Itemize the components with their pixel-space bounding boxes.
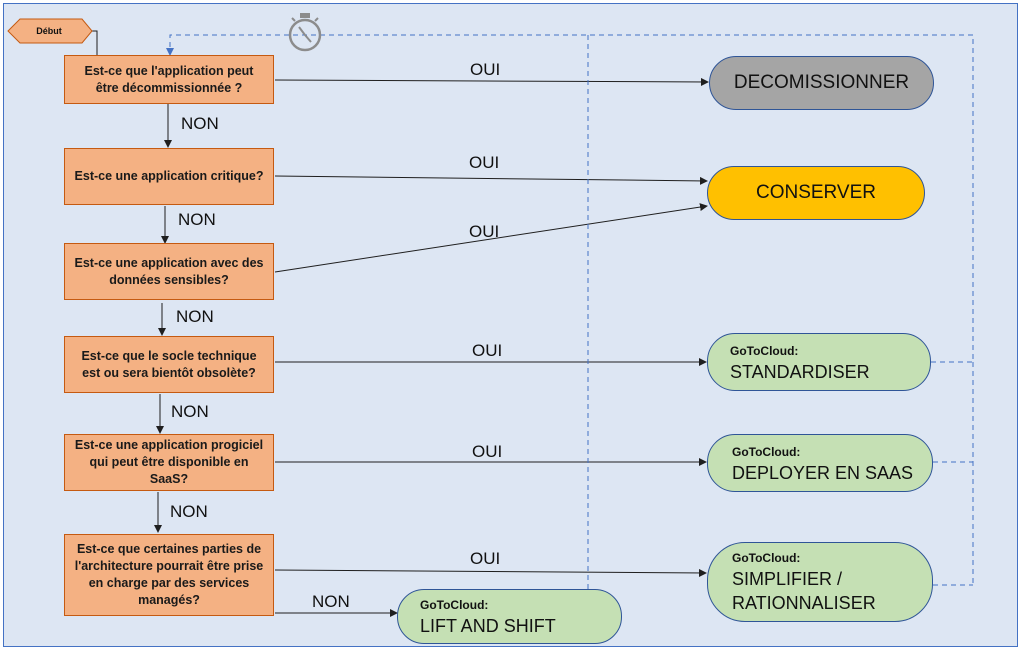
- outcome-standardize: GoToCloud: STANDARDISER: [707, 333, 931, 391]
- label-non-6: NON: [312, 592, 350, 611]
- outcome-simplify-label-2: RATIONNALISER: [732, 593, 876, 613]
- outcome-simplify-label-1: SIMPLIFIER /: [732, 569, 843, 589]
- edge-q6-simplify: [274, 568, 707, 577]
- label-oui-3: OUI: [469, 222, 500, 241]
- edge-q2-keep: [274, 175, 708, 185]
- feedback-loop: [166, 34, 974, 363]
- question-critical: Est-ce une application critique?: [64, 148, 274, 205]
- label-non-2: NON: [178, 210, 216, 229]
- outcome-decommission: DECOMISSIONNER: [709, 56, 934, 110]
- start-shape: [7, 18, 93, 44]
- question-sensitive-data: Est-ce une application avec des données …: [64, 243, 274, 300]
- label-non-4: NON: [171, 402, 209, 421]
- label-oui-6: OUI: [470, 549, 501, 568]
- edge-q3-keep: [274, 203, 708, 273]
- outcome-standardize-prefix: GoToCloud:: [730, 344, 799, 358]
- question-saas: Est-ce une application progiciel qui peu…: [64, 434, 274, 491]
- outcome-lift-shift-prefix: GoToCloud:: [420, 598, 489, 612]
- outcome-saas: GoToCloud: DEPLOYER EN SAAS: [707, 434, 933, 492]
- question-decommission: Est-ce que l'application peut être décom…: [64, 55, 274, 104]
- label-non-5: NON: [170, 502, 208, 521]
- stopwatch-icon: [288, 13, 322, 52]
- start-connector: [92, 30, 98, 55]
- start-label: Début: [36, 26, 62, 36]
- label-oui-1: OUI: [470, 60, 501, 79]
- outcome-keep: CONSERVER: [707, 166, 925, 220]
- outcome-simplify: GoToCloud: SIMPLIFIER / RATIONNALISER: [707, 542, 933, 622]
- outcome-saas-prefix: GoToCloud:: [732, 445, 801, 459]
- label-oui-4: OUI: [472, 341, 503, 360]
- outcome-lift-shift: GoToCloud: LIFT AND SHIFT: [397, 589, 622, 644]
- label-oui-5: OUI: [472, 442, 503, 461]
- question-managed-services: Est-ce que certaines parties de l'archit…: [64, 534, 274, 616]
- outcome-standardize-label: STANDARDISER: [730, 362, 870, 382]
- label-non-3: NON: [176, 307, 214, 326]
- edge-q1-decommission: [274, 77, 709, 86]
- question-obsolete-stack: Est-ce que le socle technique est ou ser…: [64, 336, 274, 393]
- outcome-lift-shift-label: LIFT AND SHIFT: [420, 616, 556, 636]
- label-oui-2: OUI: [469, 153, 500, 172]
- label-non-1: NON: [181, 114, 219, 133]
- outcome-saas-label: DEPLOYER EN SAAS: [732, 463, 914, 483]
- outcome-simplify-prefix: GoToCloud:: [732, 551, 801, 565]
